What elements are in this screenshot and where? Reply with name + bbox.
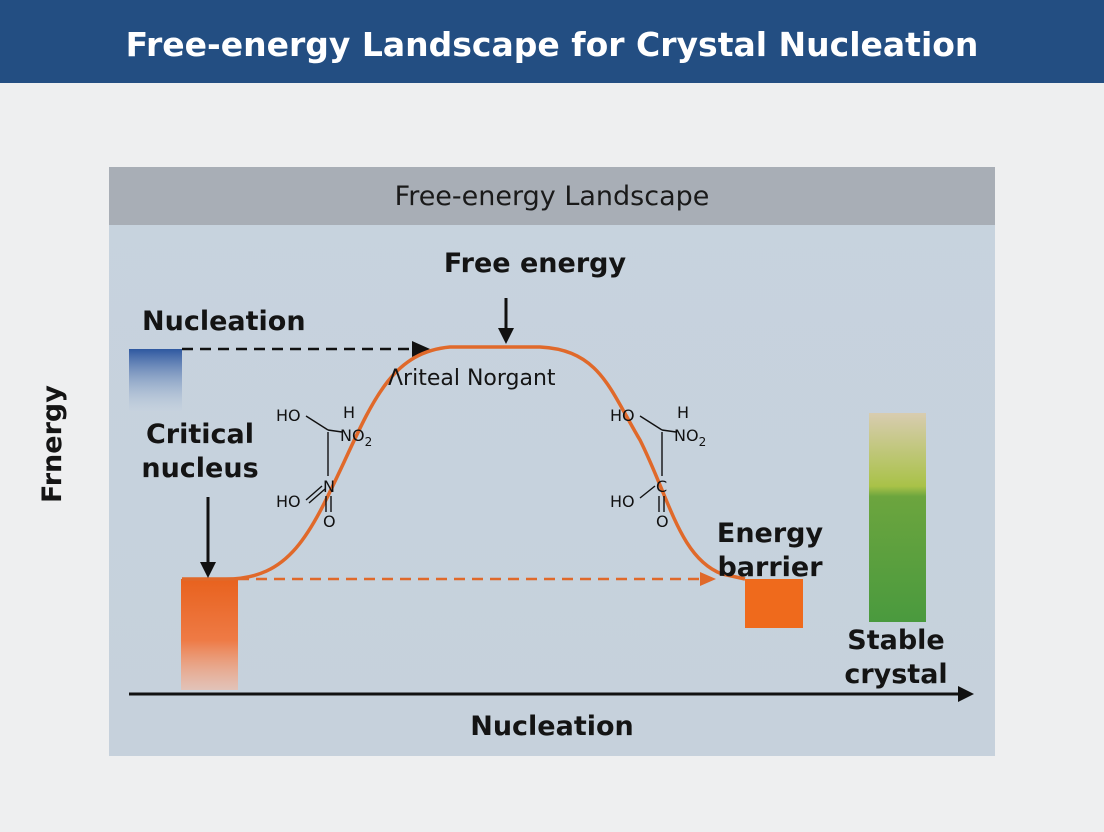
mol-right-ho-top: HO <box>610 406 635 425</box>
mol-right-c: C <box>656 477 667 496</box>
molecule-left: HO H NO2 HO N O <box>276 403 372 531</box>
nucleation-arrowhead <box>412 341 430 357</box>
mol-left-no2: NO2 <box>340 426 372 449</box>
mol-left-ho-top: HO <box>276 406 301 425</box>
critical-nucleus-arrowhead <box>200 562 216 578</box>
critical-nucleus-label: Critical nucleus <box>136 418 264 486</box>
mol-right-ho-bottom: HO <box>610 492 635 511</box>
free-energy-arrowhead <box>498 328 514 344</box>
energy-barrier-line1: Energy <box>716 518 824 549</box>
stable-crystal-label: Stable crystal <box>836 624 956 692</box>
x-axis-arrowhead <box>958 686 974 702</box>
mol-left-o: O <box>323 512 336 531</box>
x-axis-label: Nucleation <box>470 711 634 742</box>
green-bar <box>869 413 926 622</box>
mol-right-no2: NO2 <box>674 426 706 449</box>
free-energy-label: Free energy <box>443 248 627 279</box>
mol-left-h: H <box>343 403 355 422</box>
orange-bar-right <box>745 579 803 628</box>
diagram-panel: Free-energy Landscape <box>109 167 995 756</box>
nucleation-top-label: Nucleation <box>142 306 306 337</box>
critical-nucleus-line2: nucleus <box>141 453 259 484</box>
free-energy-curve <box>182 345 746 581</box>
stable-crystal-line2: crystal <box>844 659 948 690</box>
stable-crystal-line1: Stable <box>847 625 945 656</box>
panel-title: Free-energy Landscape <box>109 167 995 225</box>
blue-bar <box>129 349 182 411</box>
mol-left-n: N <box>323 477 335 496</box>
molecule-right: HO H NO2 HO C O <box>610 403 706 531</box>
page-title: Free-energy Landscape for Crystal Nuclea… <box>0 0 1104 83</box>
crest-label: Ʌriteal Norgant <box>388 366 556 391</box>
critical-nucleus-line1: Critical <box>145 419 255 450</box>
orange-bar-left <box>181 579 238 690</box>
energy-barrier-line2: barrier <box>717 552 823 583</box>
orange-arrowhead <box>700 572 716 586</box>
mol-left-ho-bottom: HO <box>276 492 301 511</box>
mol-right-h: H <box>677 403 689 422</box>
mol-right-o: O <box>656 512 669 531</box>
energy-barrier-label: Energy barrier <box>712 517 828 585</box>
